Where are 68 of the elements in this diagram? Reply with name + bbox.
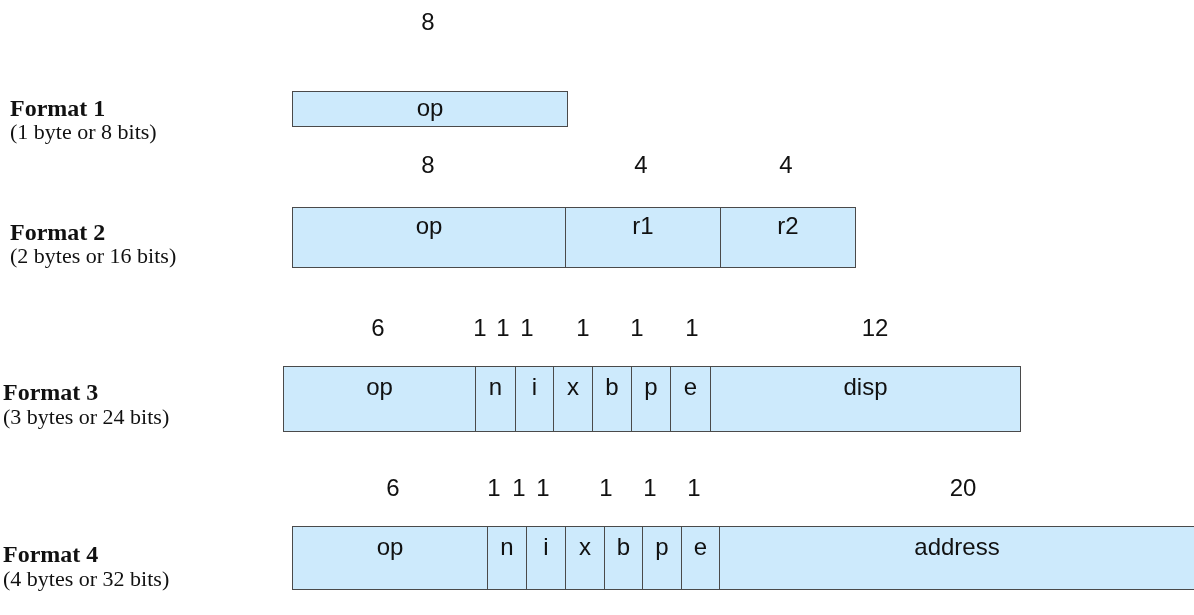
bit-width: 4 — [634, 153, 648, 177]
bit-field — [292, 526, 488, 590]
format-name: Format 1 — [10, 96, 106, 120]
bit-field — [487, 526, 527, 590]
bit-width: 6 — [371, 316, 385, 340]
bit-width: 1 — [473, 316, 487, 340]
bit-field — [670, 366, 711, 432]
format-size: (2 bytes or 16 bits) — [10, 245, 177, 267]
bit-field — [515, 366, 554, 432]
bit-width: 12 — [861, 316, 889, 340]
bit-width: 1 — [536, 476, 550, 500]
bit-width: 20 — [949, 476, 977, 500]
field-name: op — [376, 535, 404, 559]
bit-width: 1 — [576, 316, 590, 340]
bit-field — [292, 207, 566, 268]
bit-field — [592, 366, 632, 432]
bit-width: 1 — [643, 476, 657, 500]
field-name: p — [644, 375, 658, 399]
field-name: e — [683, 375, 698, 399]
field-name: op — [415, 214, 443, 238]
bit-width: 4 — [779, 153, 793, 177]
bit-field — [565, 207, 721, 268]
field-name: n — [500, 535, 514, 559]
bit-width: 1 — [599, 476, 613, 500]
bit-width: 8 — [421, 153, 435, 177]
bit-field — [642, 526, 682, 590]
bit-field — [710, 366, 1021, 432]
format-size: (3 bytes or 24 bits) — [3, 406, 170, 428]
bit-field — [475, 366, 516, 432]
field-name: b — [605, 375, 619, 399]
bit-field — [631, 366, 671, 432]
bit-field — [719, 526, 1194, 590]
field-name: r1 — [632, 214, 654, 238]
field-name: i — [531, 375, 538, 399]
field-name: p — [655, 535, 669, 559]
bit-field — [604, 526, 643, 590]
field-name: x — [567, 375, 579, 399]
field-name: x — [579, 535, 591, 559]
bit-width: 1 — [520, 316, 534, 340]
bit-field — [565, 526, 605, 590]
format-name: Format 2 — [10, 220, 106, 244]
field-name: e — [693, 535, 708, 559]
field-name: n — [488, 375, 503, 399]
bit-field — [292, 91, 568, 127]
bit-field — [720, 207, 856, 268]
format-name: Format 3 — [3, 380, 99, 404]
field-name: disp — [843, 375, 888, 399]
field-name: op — [366, 375, 393, 399]
format-size: (1 byte or 8 bits) — [10, 121, 157, 143]
bit-field — [283, 366, 476, 432]
field-name: i — [543, 535, 549, 559]
bit-width: 1 — [685, 316, 699, 340]
field-name: r2 — [777, 214, 799, 238]
bit-width: 1 — [630, 316, 644, 340]
bit-width: 8 — [421, 10, 435, 34]
bit-field — [553, 366, 593, 432]
bit-width: 6 — [386, 476, 400, 500]
bit-width: 1 — [512, 476, 526, 500]
field-name: address — [914, 535, 1000, 559]
format-name: Format 4 — [3, 542, 99, 566]
format-size: (4 bytes or 32 bits) — [3, 568, 170, 590]
field-name: op — [416, 96, 444, 120]
bit-field — [681, 526, 720, 590]
bit-width: 1 — [496, 316, 510, 340]
bit-field — [526, 526, 566, 590]
field-name: b — [616, 535, 631, 559]
bit-width: 1 — [487, 476, 501, 500]
bit-width: 1 — [687, 476, 701, 500]
